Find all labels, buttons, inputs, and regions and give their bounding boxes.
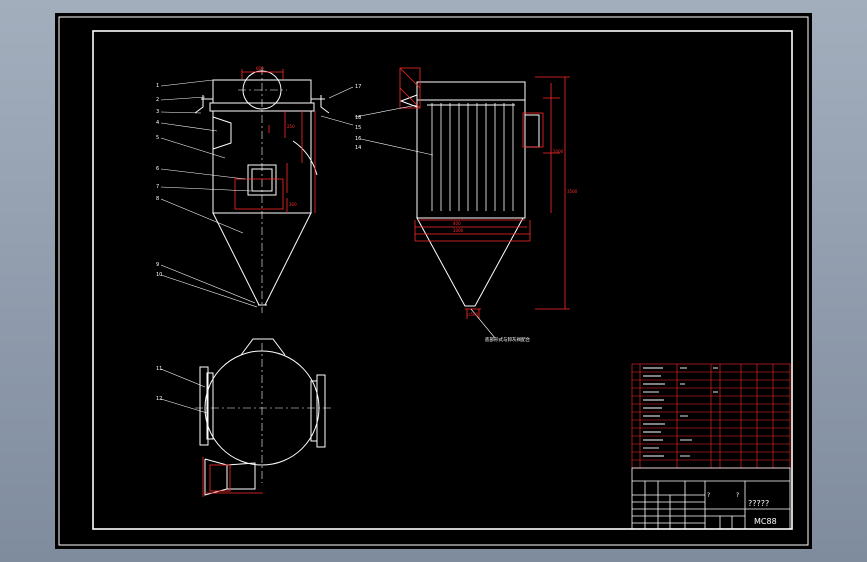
dim-2000: 2000 xyxy=(553,149,564,154)
part-number-17: 17 xyxy=(355,84,361,90)
part-number-11: 11 xyxy=(156,366,162,372)
part-number-16: 16 xyxy=(355,136,361,142)
title-mark-1: ? xyxy=(707,492,710,499)
dim-3500: 3500 xyxy=(567,189,578,194)
part-number-18: 18 xyxy=(355,115,361,121)
dimension-values: 600 250 300 400 ∅500 1000 3500 2000 xyxy=(256,66,578,317)
side-view xyxy=(399,81,540,307)
front-leaders xyxy=(160,79,258,308)
section-view xyxy=(199,338,326,496)
part-number-4: 4 xyxy=(156,120,159,126)
part-number-1: 1 xyxy=(156,83,159,89)
side-view-dimensions xyxy=(399,67,570,319)
filter-bags xyxy=(431,103,514,211)
part-number-12: 12 xyxy=(156,396,162,402)
drawing-sheet: 1 2 3 4 5 6 7 8 9 10 11 12 17 18 15 16 1… xyxy=(55,13,812,549)
dim-1000: 1000 xyxy=(453,228,464,233)
part-number-14: 14 xyxy=(355,145,361,151)
title-block xyxy=(631,467,791,530)
drawing-canvas: 1 2 3 4 5 6 7 8 9 10 11 12 17 18 15 16 1… xyxy=(58,16,809,546)
dim-600: 600 xyxy=(256,66,264,71)
part-number-9: 9 xyxy=(156,262,159,268)
inner-frame xyxy=(92,30,793,530)
bom-text-marks xyxy=(643,367,718,457)
title-text: ????? xyxy=(748,499,769,508)
dim-300: 300 xyxy=(289,202,297,207)
section-centerlines xyxy=(195,343,331,483)
part-number-10: 10 xyxy=(156,272,162,278)
part-number-7: 7 xyxy=(156,184,159,190)
cone-note: 底部形式与卸灰阀配合 xyxy=(485,336,530,343)
front-part-numbers: 1 2 3 4 5 6 7 8 9 10 11 12 17 18 15 16 1… xyxy=(156,83,361,402)
front-view-dimensions xyxy=(234,69,316,213)
side-leaders xyxy=(320,86,496,339)
section-dimensions xyxy=(202,457,263,497)
part-number-6: 6 xyxy=(156,166,159,172)
part-number-8: 8 xyxy=(156,196,159,202)
front-view-centerlines xyxy=(238,67,287,313)
dim-400: 400 xyxy=(453,221,461,226)
dim-250: 250 xyxy=(287,124,295,129)
part-number-15: 15 xyxy=(355,125,361,131)
dim-diameter-500: ∅500 xyxy=(467,312,479,317)
drawing-code: MC88 xyxy=(754,517,777,526)
section-leaders xyxy=(160,368,208,414)
title-mark-2: ? xyxy=(736,492,739,499)
part-number-2: 2 xyxy=(156,97,159,103)
outer-frame xyxy=(58,16,809,546)
part-number-3: 3 xyxy=(156,109,159,115)
part-number-5: 5 xyxy=(156,135,159,141)
